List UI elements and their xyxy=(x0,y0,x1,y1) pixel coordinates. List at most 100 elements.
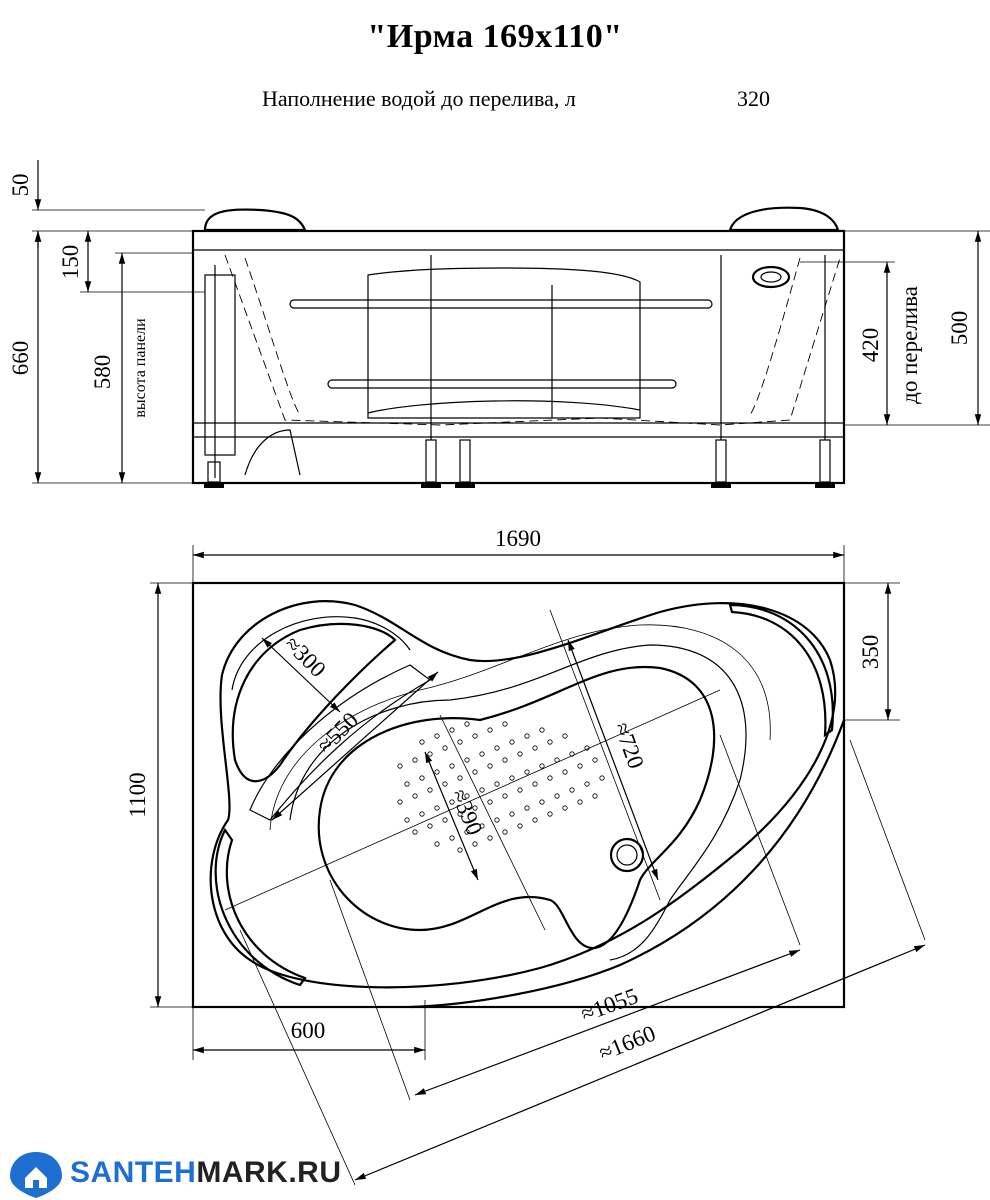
top-view: 1690 1100 350 600 ≈300 ≈550 ≈390 ≈720 ≈1… xyxy=(125,526,926,1186)
jet-dot xyxy=(434,733,440,739)
jet-dot xyxy=(404,817,410,823)
jet-dot xyxy=(487,835,493,841)
logo-part-mark: MARK.RU xyxy=(196,1156,342,1189)
jet-dot xyxy=(479,823,485,829)
dim-720: ≈720 xyxy=(609,719,649,772)
jet-dot xyxy=(464,721,470,727)
panel-height-label: высота панели xyxy=(132,318,149,418)
overflow-label: до перелива xyxy=(897,286,922,404)
fill-volume-value: 320 xyxy=(737,86,770,111)
grab-rail-upper xyxy=(289,299,713,309)
dim-500: 500 xyxy=(947,311,972,346)
jet-dot xyxy=(404,781,410,787)
jet-dot xyxy=(457,775,463,781)
jet-dot xyxy=(434,769,440,775)
jet-dot xyxy=(502,793,508,799)
fill-volume-label: Наполнение водой до перелива, л xyxy=(262,86,576,111)
jet-dot xyxy=(524,733,530,739)
jet-dot xyxy=(584,781,590,787)
logo-part-santeh: SANTEH xyxy=(70,1156,197,1189)
grab-rail-lower xyxy=(327,379,677,389)
jet-dot xyxy=(442,781,448,787)
house-pin-icon xyxy=(10,1152,62,1198)
jet-dot xyxy=(442,745,448,751)
bath-rim-outline xyxy=(209,600,837,989)
jet-dot xyxy=(532,745,538,751)
jet-dot xyxy=(472,769,478,775)
jet-dot xyxy=(562,769,568,775)
jet-dot xyxy=(577,799,583,805)
jet-dot xyxy=(532,817,538,823)
jet-dot xyxy=(487,763,493,769)
dim-300: ≈300 xyxy=(280,631,331,682)
jet-dot xyxy=(442,817,448,823)
jet-dot xyxy=(539,799,545,805)
jet-dot xyxy=(554,793,560,799)
side-view: 50 660 150 580 высота панели 420 до пере… xyxy=(8,160,990,488)
jet-dot xyxy=(502,829,508,835)
jet-dot xyxy=(592,757,598,763)
jet-dot xyxy=(457,739,463,745)
jet-dot xyxy=(562,733,568,739)
jet-dot xyxy=(502,757,508,763)
jet-dot xyxy=(397,763,403,769)
jet-dot xyxy=(427,787,433,793)
site-logo: SANTEHMARK.RU xyxy=(70,1156,342,1190)
dim-length-1690: 1690 xyxy=(495,526,541,551)
jet-dot xyxy=(434,841,440,847)
jet-dot xyxy=(524,805,530,811)
jet-dot xyxy=(569,787,575,793)
jet-dot xyxy=(494,745,500,751)
jet-dot xyxy=(419,739,425,745)
jet-dot xyxy=(494,817,500,823)
jet-dot xyxy=(562,805,568,811)
jet-dot xyxy=(472,733,478,739)
jet-dot xyxy=(457,847,463,853)
jet-dot xyxy=(427,751,433,757)
jet-dot xyxy=(412,829,418,835)
jet-dot xyxy=(539,763,545,769)
jet-dot xyxy=(509,811,515,817)
jet-dot xyxy=(532,781,538,787)
jet-dot xyxy=(412,757,418,763)
jet-dot xyxy=(449,835,455,841)
jet-dot xyxy=(547,811,553,817)
jet-dot xyxy=(412,793,418,799)
jet-dot xyxy=(599,775,605,781)
headrest-left xyxy=(203,208,307,232)
jet-dot xyxy=(434,805,440,811)
jet-dot xyxy=(524,769,530,775)
jet-dot xyxy=(509,775,515,781)
dim-420: 420 xyxy=(858,328,883,363)
handle-right xyxy=(728,603,834,738)
dim-600: 600 xyxy=(291,1018,326,1043)
dim-total-height-660: 660 xyxy=(8,341,33,376)
jet-dot xyxy=(517,823,523,829)
jet-dot xyxy=(487,727,493,733)
jet-dot xyxy=(592,793,598,799)
support-legs xyxy=(204,255,835,488)
jet-dot xyxy=(449,763,455,769)
drawing-title: "Ирма 169х110" xyxy=(367,18,623,55)
jet-dot xyxy=(547,739,553,745)
drain xyxy=(609,837,645,873)
fill-volume-row: Наполнение водой до перелива, л 320 xyxy=(262,86,770,112)
jet-dot xyxy=(427,823,433,829)
jet-dot xyxy=(479,787,485,793)
jet-dot xyxy=(517,751,523,757)
jet-dot xyxy=(494,781,500,787)
side-panel-outline xyxy=(191,229,846,485)
jet-dot xyxy=(449,727,455,733)
dim-width-1100: 1100 xyxy=(125,772,150,817)
bath-basin xyxy=(317,665,716,950)
jet-dot xyxy=(509,739,515,745)
seat-block xyxy=(367,267,641,419)
jet-dot xyxy=(479,751,485,757)
jet-dot xyxy=(419,811,425,817)
jet-dot xyxy=(419,775,425,781)
overflow-fitting xyxy=(751,265,791,289)
jet-dot xyxy=(487,799,493,805)
jet-dot xyxy=(517,787,523,793)
dim-390: ≈390 xyxy=(447,786,488,839)
